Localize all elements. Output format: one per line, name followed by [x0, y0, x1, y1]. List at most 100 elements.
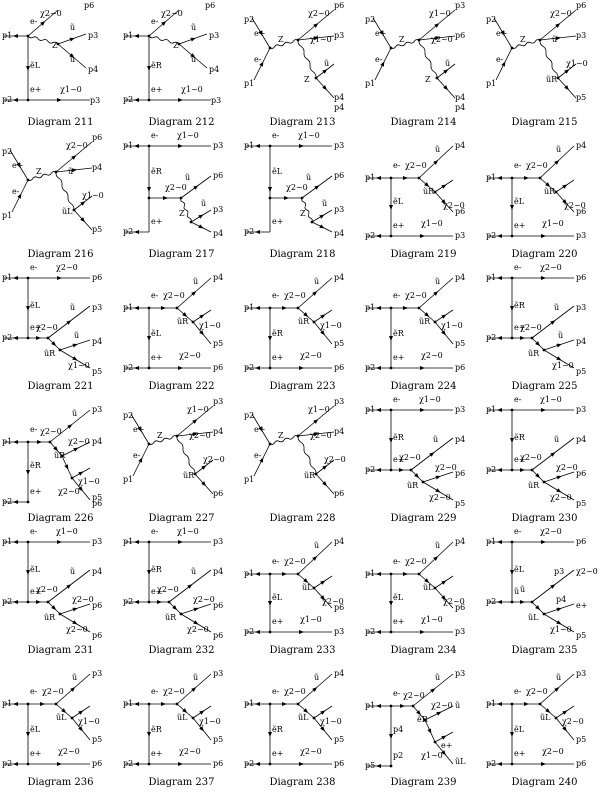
arrow-head — [191, 687, 197, 692]
particle-label: ẽL — [514, 725, 525, 734]
particle-label: p2 — [123, 411, 133, 420]
vertex-dot — [147, 702, 151, 706]
arrow-head — [541, 762, 546, 766]
vertex-dot — [510, 176, 514, 180]
vertex-dot — [417, 176, 421, 180]
diagram-caption: Diagram 222 — [148, 381, 215, 392]
arrow-head — [420, 234, 425, 238]
arrow-head — [389, 734, 393, 739]
particle-label: p6 — [334, 603, 344, 612]
particle-label: ũL — [298, 713, 309, 722]
particle-label: χ2~0 — [284, 291, 306, 300]
arrow-head — [134, 600, 139, 604]
particle-label: p3 — [455, 1, 465, 10]
vertex-dot — [530, 468, 534, 472]
arrow-head — [178, 144, 183, 148]
vertex-dot — [268, 762, 272, 766]
particle-label: p5 — [213, 735, 223, 744]
arrow-head — [26, 470, 30, 475]
arrow-head — [192, 432, 198, 437]
arrow-head — [61, 708, 67, 713]
vertex-dot — [296, 38, 300, 42]
particle-label: ẽR — [151, 725, 163, 734]
particle-label: p3 — [455, 231, 465, 240]
arrow-head — [312, 291, 318, 296]
arrow-head — [319, 214, 325, 219]
diagram-caption: Diagram 227 — [148, 513, 215, 524]
arrow-head — [556, 607, 562, 612]
arrow-head — [147, 570, 151, 575]
z-boson-propagator — [148, 35, 180, 45]
arrow-head — [554, 159, 560, 165]
arrow-head — [255, 306, 260, 310]
arrow-head — [564, 85, 570, 91]
particle-label: χ2~0 — [66, 625, 88, 634]
arrow-head — [497, 540, 502, 544]
particle-label: p1 — [486, 173, 496, 182]
arrow-head — [497, 408, 502, 412]
particle-label: e+ — [393, 617, 404, 626]
particle-label: χ2~0 — [193, 595, 215, 604]
particle-label: e+ — [151, 85, 162, 94]
particle-label: p4 — [213, 273, 223, 282]
arrow-head — [510, 570, 514, 575]
arrow-head — [430, 688, 436, 693]
arrow-head — [147, 66, 151, 71]
diagram-caption: Diagram 221 — [27, 381, 94, 392]
vertex-dot — [389, 408, 393, 412]
particle-label: ũ — [201, 199, 206, 208]
arrow-head — [190, 37, 196, 42]
particle-label: ũ — [193, 673, 198, 682]
particle-label: e- — [272, 131, 280, 140]
diagram-caption: Diagram 215 — [511, 117, 578, 128]
particle-label: ẽR — [272, 725, 284, 734]
arrow-head — [78, 471, 84, 476]
particle-label: χ2~0 — [56, 263, 78, 272]
particle-label: e- — [30, 527, 38, 536]
vertex-dot — [147, 600, 151, 604]
arrow-head — [13, 762, 18, 766]
particle-label: e- — [151, 291, 159, 300]
particle-label: χ2~0 — [405, 161, 427, 170]
vertex-dot — [296, 702, 300, 706]
arrow-head — [556, 620, 562, 625]
diagram-caption: Diagram 231 — [27, 645, 94, 656]
particle-label: p4 — [455, 103, 465, 112]
particle-label: e- — [30, 17, 38, 26]
vertex-dot — [147, 196, 151, 200]
diagram-caption: Diagram 217 — [148, 249, 215, 260]
arrow-head — [255, 702, 260, 706]
particle-label: χ2~0 — [431, 701, 453, 710]
particle-label: p5 — [334, 735, 344, 744]
vertex-dot — [26, 500, 30, 504]
vertex-dot — [147, 306, 151, 310]
particle-label: Z — [179, 209, 185, 218]
particle-label: χ1~0 — [199, 321, 221, 330]
particle-label: p1 — [123, 141, 133, 150]
arrow-head — [182, 708, 188, 713]
particle-label: ũ — [314, 277, 319, 286]
particle-label: p3 — [92, 537, 102, 546]
particle-label: p1 — [244, 79, 254, 88]
particle-label: ũ — [191, 55, 196, 64]
particle-label: e+ — [496, 29, 507, 38]
arrow-head — [434, 23, 440, 28]
particle-label: χ2~0 — [163, 291, 185, 300]
particle-label: χ1~0 — [78, 477, 100, 486]
arrow-head — [433, 291, 439, 296]
arrow-head — [564, 69, 570, 74]
arrow-head — [199, 726, 204, 732]
vertex-dot — [147, 762, 151, 766]
particle-label: ũ — [193, 277, 198, 286]
arrow-head — [441, 735, 447, 740]
vertex-dot — [510, 276, 514, 280]
arrow-head — [434, 36, 440, 41]
particle-label: p3 — [92, 303, 102, 312]
vertex-dot — [60, 454, 64, 458]
